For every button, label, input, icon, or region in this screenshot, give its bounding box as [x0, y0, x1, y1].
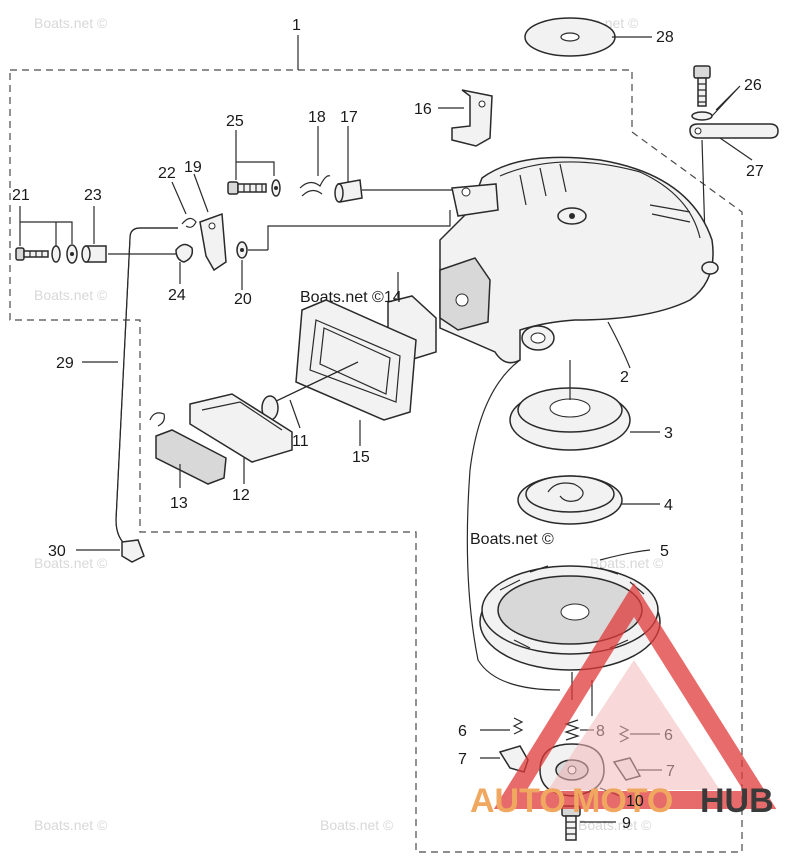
part-clamp: 30: [48, 539, 145, 563]
part-label-10: 10: [626, 793, 644, 810]
part-label-15: 15: [352, 449, 370, 466]
part-label-19: 19: [184, 159, 202, 176]
part-pin: 17: [334, 109, 452, 203]
watermark-inline: Boats.net ©14: [300, 289, 402, 306]
part-label-27: 27: [746, 163, 764, 180]
part-recoil-spring: 4: [517, 475, 673, 525]
part-spacer-23: 23: [81, 187, 176, 263]
part-starter-handle: 12: [149, 393, 293, 504]
part-bracket: 16: [414, 89, 493, 147]
part-label-30: 30: [48, 543, 66, 560]
rope-line: [466, 359, 561, 691]
assembly-boundary: [9, 69, 743, 853]
part-lever: 19: [184, 159, 227, 272]
logo-text-hub: HUB: [700, 782, 774, 820]
part-pad: 13: [155, 429, 227, 512]
part-label-22: 22: [158, 165, 176, 182]
part-label-25: 25: [226, 113, 244, 130]
part-washer-disc: 28: [524, 17, 674, 57]
part-label-9: 9: [622, 815, 631, 832]
part-label-2: 2: [620, 369, 629, 386]
part-cable: 11: [261, 361, 359, 450]
part-clip-22: 22: [158, 165, 197, 228]
watermark: Boats.net ©: [34, 555, 108, 571]
leader-line: [267, 210, 451, 250]
watermark: Boats.net ©: [34, 817, 108, 833]
watermark: Boats.net ©: [320, 817, 394, 833]
part-label-20: 20: [234, 291, 252, 308]
part-label-16: 16: [414, 101, 432, 118]
watermark: Boats.net ©: [34, 287, 108, 303]
part-label-28: 28: [656, 29, 674, 46]
part-label-11: 11: [292, 433, 309, 450]
logo-text-auto: AUTO: [470, 782, 566, 820]
part-label-23: 23: [84, 187, 102, 204]
part-spring-cover: 3: [509, 360, 673, 451]
part-label-4: 4: [664, 497, 673, 514]
watermark: Boats.net ©: [34, 15, 108, 31]
watermark: Boats.net ©: [590, 555, 664, 571]
watermark-inline: Boats.net ©: [470, 531, 554, 548]
part-starter-housing: 2: [439, 156, 719, 386]
part-label-3: 3: [664, 425, 673, 442]
part-label-12: 12: [232, 487, 250, 504]
part-bolt-25: 25: [226, 113, 281, 197]
logo-text-moto: MOTO: [572, 782, 673, 820]
part-grommet: 15: [295, 299, 417, 466]
part-label-5: 5: [660, 543, 669, 560]
part-label-24: 24: [168, 287, 186, 304]
automotohub-logo: AUTO MOTO HUB: [470, 583, 777, 820]
part-bolt-and-strap: 26 27: [689, 65, 779, 271]
part-label-6a: 6: [458, 723, 467, 740]
part-pawl-left: 7: [458, 745, 529, 773]
part-spring-clip: 18: [299, 109, 331, 197]
part-label-1: 1: [292, 17, 301, 34]
part-label-17: 17: [340, 109, 358, 126]
part-label-21: 21: [12, 187, 30, 204]
watermark: Boats.net ©: [578, 817, 652, 833]
part-label-26: 26: [744, 77, 762, 94]
part-washer-20: 20: [234, 241, 268, 308]
part-label-7a: 7: [458, 751, 467, 768]
part-label-13: 13: [170, 495, 188, 512]
part-bolt-21: 21: [12, 187, 78, 264]
part-label-18: 18: [308, 109, 326, 126]
part-label-29: 29: [56, 355, 74, 372]
part-control-rod: 29: [56, 227, 178, 549]
part-clip-24: 24: [168, 243, 194, 304]
part-small-spring-left: 6: [458, 717, 524, 740]
